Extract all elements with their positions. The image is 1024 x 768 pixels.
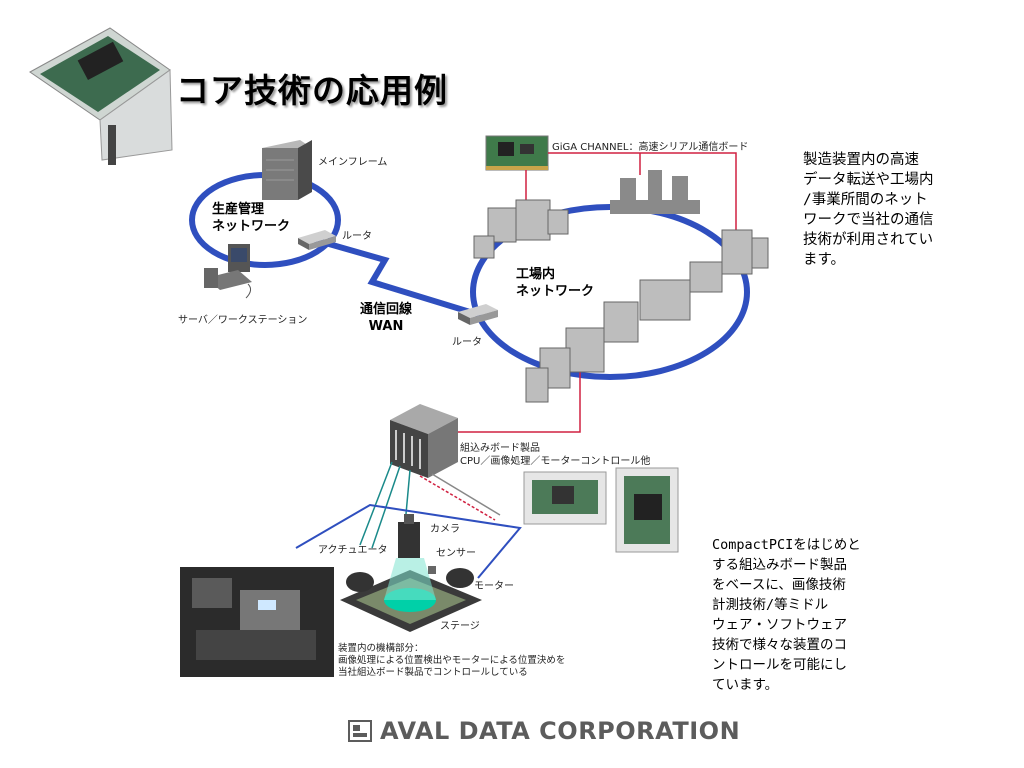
stage-mechanism [295,503,522,632]
server-workstation-label: サーバ／ワークステーション [178,315,308,326]
side-text-embedded: CompactPCIをはじめと する組込みボード製品 をベースに、画像技術 計測… [712,537,861,693]
production-network-label: 生産管理 ネットワーク [212,202,291,234]
page-title: コア技術の応用例 [176,71,448,110]
mechanism-caption: 装置内の機構部分： 画像処理による位置検出やモーターによる位置決めを 当社組込ボ… [338,643,566,678]
giga-links [458,152,737,433]
actuator-label: アクチュエータ [318,545,388,556]
company-logo-icon [348,720,372,742]
sensor-label: センサー [436,548,476,559]
workstation-icon [204,244,252,299]
router-top-label: ルータ [342,231,372,242]
factory-photo [180,567,334,677]
giga-channel-label: GiGA CHANNEL：高速シリアル通信ボード [552,142,749,153]
company-name: AVAL DATA CORPORATION [380,717,741,745]
router-top-icon [298,230,336,250]
side-text-network: 製造装置内の高速 データ転送や工場内 /事業所間のネット ワークで当社の通信 技… [803,152,934,268]
mainframe-icon [262,140,312,200]
embedded-board-label: 組込みボード製品 CPU／画像処理／モーターコントロール他 [460,443,651,467]
embedded-box-icon [390,404,458,478]
factory-machines [473,170,769,403]
board-illustration [29,27,173,165]
footer-logo: AVAL DATA CORPORATION [348,717,740,745]
board-photo-1 [523,471,607,525]
giga-board-icon [485,135,549,171]
camera-label: カメラ [430,524,460,535]
factory-network-label: 工場内 ネットワーク [516,267,595,299]
mainframe-label: メインフレーム [318,157,388,168]
router-bottom-icon [458,304,498,325]
stage-label: ステージ [440,621,480,632]
wan-label: 通信回線 WAN [360,302,413,334]
motor-label: モーター [474,581,514,592]
wan-line [314,237,471,315]
router-bottom-label: ルータ [452,337,482,348]
board-photo-2 [615,467,679,553]
